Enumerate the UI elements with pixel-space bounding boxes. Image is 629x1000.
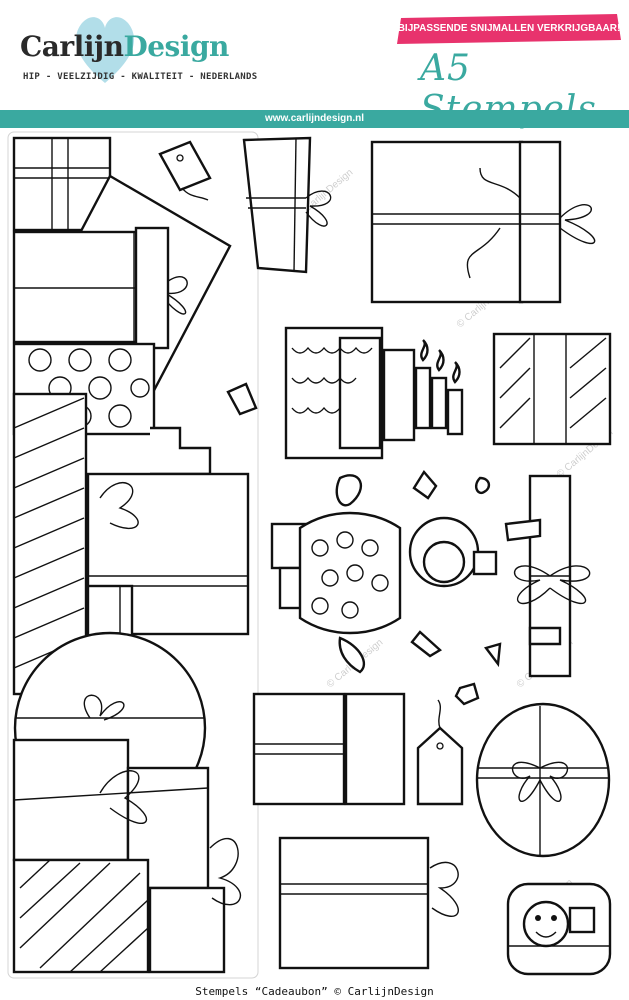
stamp-illustrations: © CarlijnDesign © CarlijnDesign © Carlij…: [7, 131, 615, 979]
banner-text: BIJPASSENDE SNIJMALLEN VERKRIJGBAAR!: [397, 23, 621, 34]
website-bar: www.carlijndesign.nl: [0, 110, 629, 128]
footer-caption: Stempels “Cadeaubon” © CarlijnDesign: [195, 985, 434, 998]
banner-shape: [397, 14, 621, 44]
gift-tall-bow: [504, 474, 591, 678]
small-shapes: [226, 382, 502, 706]
website-link[interactable]: www.carlijndesign.nl: [264, 113, 365, 124]
logo-text-1: Carlijn: [20, 30, 124, 63]
gift-trapezoid: [242, 136, 332, 274]
tag-stamp: [158, 140, 212, 201]
availability-banner: BIJPASSENDE SNIJMALLEN VERKRIJGBAAR!: [395, 14, 623, 44]
gift-stack-left: [7, 131, 259, 979]
header: CarlijnDesign HIP - VEELZIJDIG - KWALITE…: [0, 0, 629, 130]
birthday-cake: [284, 326, 464, 460]
gift-round-right: [475, 702, 611, 858]
brand-logo: CarlijnDesign: [20, 30, 229, 63]
gift-ribbon-large: [370, 140, 596, 304]
stamp-sheet: © CarlijnDesign © CarlijnDesign © Carlij…: [0, 128, 629, 984]
logo-text-2: Design: [123, 30, 229, 63]
gift-striped-square: [492, 332, 612, 446]
clown-stamp: [270, 469, 498, 658]
tagline: HIP - VEELZIJDIG - KWALITEIT - NEDERLAND…: [23, 72, 258, 82]
gift-bow-middle: [252, 692, 406, 806]
gift-tag: [416, 699, 464, 806]
clown-head-stamp: [506, 882, 612, 976]
heart-icon: [75, 17, 135, 84]
gift-rectangle-bottom: [278, 836, 459, 970]
